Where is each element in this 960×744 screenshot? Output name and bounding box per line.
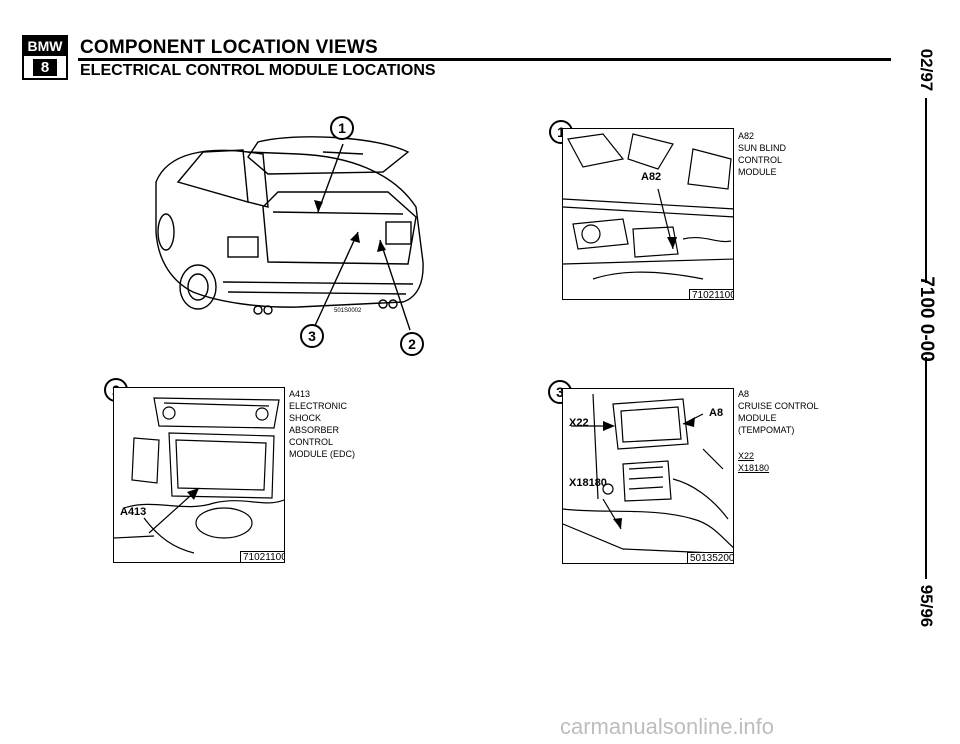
- fig3-caption-line: A8: [738, 389, 750, 399]
- fig3-detail-view: X22 A8 X18180 501352001: [562, 388, 734, 564]
- fig2-caption-line: CONTROL: [289, 437, 334, 447]
- fig3-callout-a8: A8: [709, 407, 724, 419]
- watermark: carmanualsonline.info: [560, 714, 775, 739]
- fig2-caption-line: ABSORBER: [289, 425, 340, 435]
- fig2-caption: A413 ELECTRONIC SHOCK ABSORBER CONTROL M…: [289, 388, 355, 460]
- fig1-caption-line: CONTROL: [738, 155, 783, 165]
- fig2-id: 710211002: [240, 551, 284, 562]
- fig3-caption: A8 CRUISE CONTROL MODULE (TEMPOMAT) X22 …: [738, 388, 819, 474]
- fig3-caption-ref: X22: [738, 451, 755, 461]
- page-title: COMPONENT LOCATION VIEWS: [80, 37, 378, 58]
- callout-3: 3: [300, 324, 324, 348]
- fig2-caption-line: ELECTRONIC: [289, 401, 348, 411]
- fig3-callout-x22: X22: [569, 417, 589, 429]
- side-rule-bottom: [925, 357, 927, 579]
- date-bottom: 95/96: [917, 584, 936, 628]
- fig3-callout-x18180: X18180: [569, 477, 607, 489]
- fig3-caption-line: MODULE: [738, 413, 777, 423]
- fig3-id: 501352001: [687, 552, 733, 563]
- caption-spacer: [738, 436, 819, 450]
- header-rule: [78, 58, 891, 61]
- side-rule-top: [925, 98, 927, 283]
- fig2-callout-a413: A413: [120, 506, 147, 518]
- fig2-detail-view: A413 710211002: [113, 387, 285, 563]
- fig1-id: 710211001: [689, 289, 733, 299]
- fig3-caption-line: CRUISE CONTROL: [738, 401, 819, 411]
- fig1-caption-line: SUN BLIND: [738, 143, 787, 153]
- fig3-caption-line: (TEMPOMAT): [738, 425, 795, 435]
- fig1-callout-a82: A82: [641, 171, 662, 183]
- fig2-caption-line: MODULE (EDC): [289, 449, 356, 459]
- fig1-caption: A82 SUN BLIND CONTROL MODULE: [738, 130, 786, 178]
- fig1-caption-line: MODULE: [738, 167, 777, 177]
- fig2-caption-line: SHOCK: [289, 413, 322, 423]
- bmw-logo: BMW 8: [22, 35, 68, 80]
- date-top: 02/97: [917, 48, 936, 92]
- car-overview-figure: 1 3 2 501S0002: [148, 112, 438, 362]
- callout-1: 1: [330, 116, 354, 140]
- fig1-caption-line: A82: [738, 131, 755, 141]
- fig2-illustration: [114, 397, 284, 554]
- fig1-illustration: [563, 133, 733, 280]
- figure-id: 501S0002: [334, 308, 362, 314]
- section-number: 7100 0-00: [916, 276, 937, 362]
- logo-model: 8: [33, 59, 57, 76]
- fig2-caption-line: A413: [289, 389, 311, 399]
- page-subtitle: ELECTRICAL CONTROL MODULE LOCATIONS: [80, 62, 436, 79]
- logo-brand: BMW: [24, 37, 66, 56]
- car-illustration: [155, 136, 424, 331]
- fig3-illustration: [563, 393, 733, 555]
- fig3-caption-ref: X18180: [738, 463, 770, 473]
- callout-2: 2: [400, 332, 424, 356]
- fig1-detail-view: A82 710211001: [562, 128, 734, 300]
